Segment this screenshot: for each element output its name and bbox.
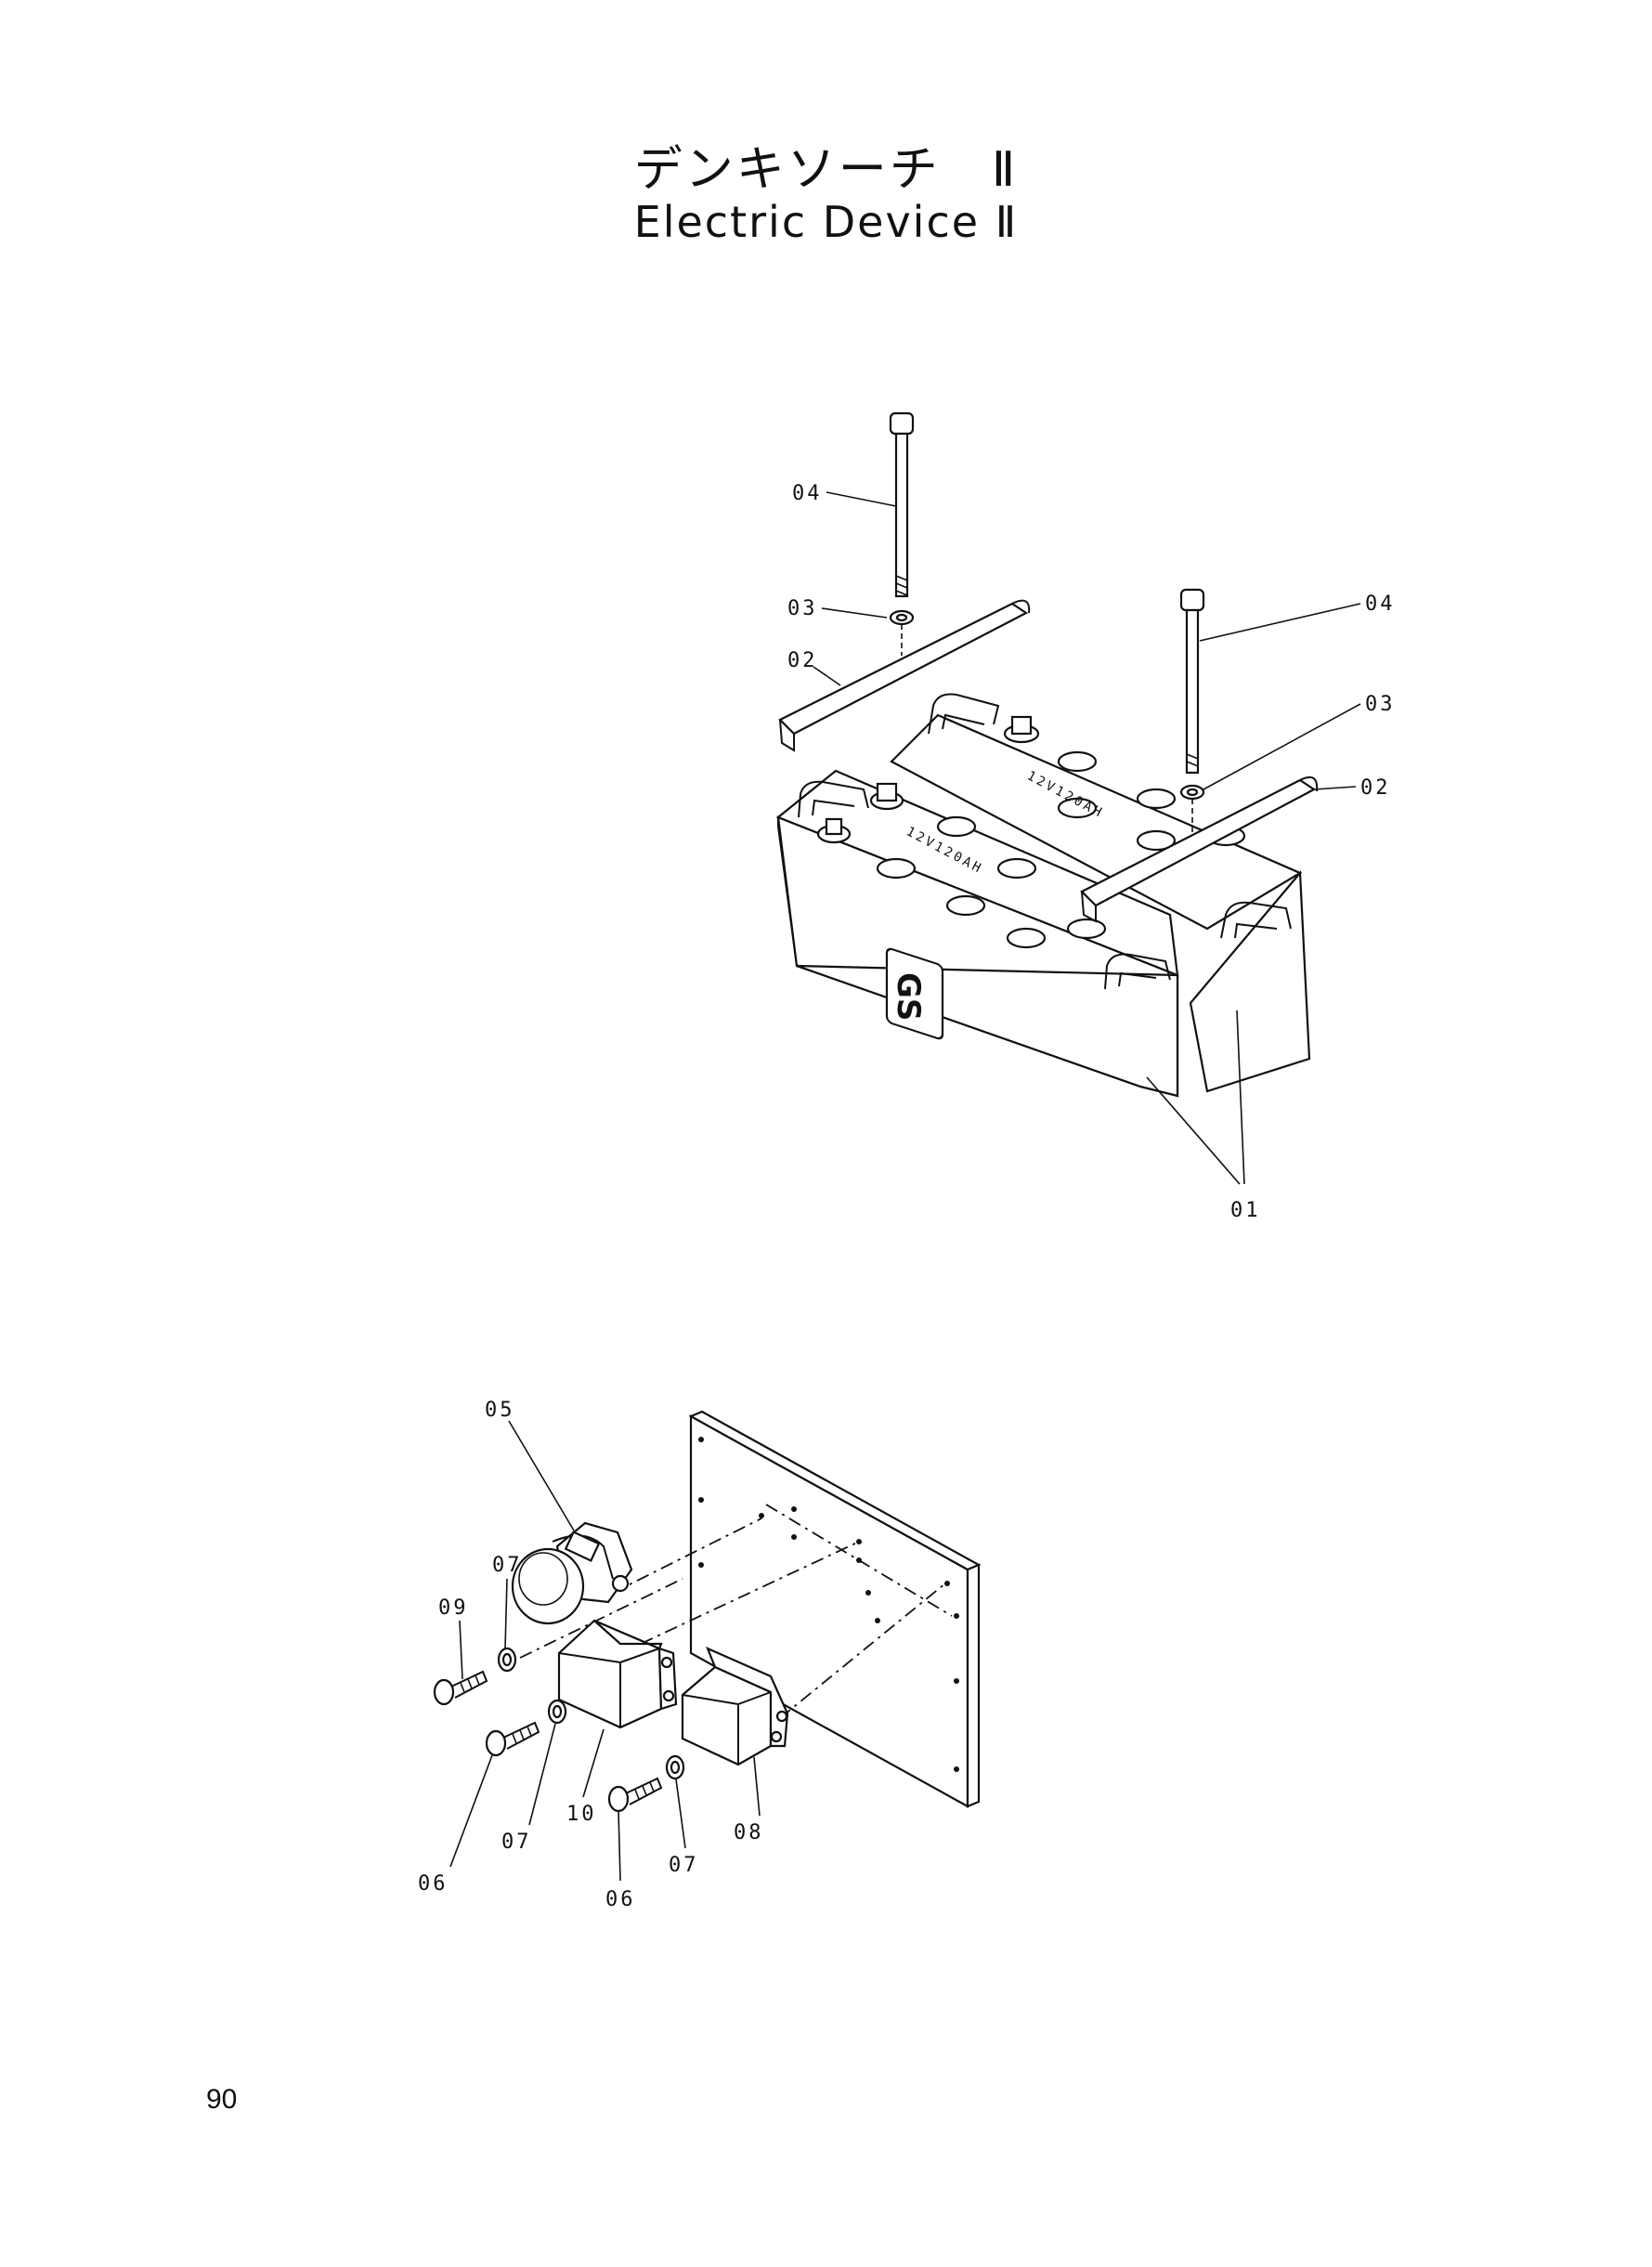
leader-01-b <box>1236 1010 1245 1185</box>
leader-07-c <box>675 1778 686 1849</box>
screw-06-b <box>607 1777 663 1813</box>
leader-07-b <box>528 1723 556 1826</box>
centerline-b <box>519 1578 683 1659</box>
callout-01: 01 <box>1230 1199 1261 1222</box>
callout-06-b: 06 <box>605 1888 636 1911</box>
page-title-english: Electric Device Ⅱ <box>633 197 1019 247</box>
callout-02-right: 02 <box>1360 776 1391 800</box>
screw-06-a <box>485 1721 540 1757</box>
callout-07-c: 07 <box>669 1854 699 1877</box>
washer-07-b <box>547 1699 567 1725</box>
battery-relay <box>511 1521 633 1625</box>
centerline-d <box>640 1541 860 1645</box>
page-title-japanese: デンキソーチ Ⅱ <box>633 142 1019 198</box>
leader-02-right <box>1313 786 1357 790</box>
callout-03-right: 03 <box>1365 693 1396 716</box>
hold-down-bar-left <box>778 599 1031 752</box>
leader-08 <box>753 1756 761 1817</box>
callout-08: 08 <box>734 1821 764 1844</box>
callout-07-a: 07 <box>492 1554 523 1577</box>
gs-brand-logo: GS <box>885 947 944 1040</box>
leader-01-a <box>1146 1076 1241 1185</box>
leader-03-right <box>1203 703 1361 790</box>
page-number: 90 <box>206 2084 238 2115</box>
callout-04-right: 04 <box>1365 593 1396 616</box>
auxiliary-relay <box>681 1646 789 1766</box>
leader-09 <box>459 1620 463 1680</box>
callout-09: 09 <box>438 1596 469 1620</box>
leader-10 <box>582 1728 605 1798</box>
callout-10: 10 <box>566 1803 597 1826</box>
screw-09 <box>433 1670 488 1706</box>
leader-03-left <box>821 607 888 619</box>
front-battery-caps <box>816 782 1107 949</box>
svg-text:GS: GS <box>890 972 927 1021</box>
centerline-a <box>612 1518 762 1594</box>
leader-06-b <box>618 1810 621 1882</box>
centerline-e <box>779 1583 946 1719</box>
battery-rear: 12V120AH <box>890 693 1311 1093</box>
tie-rod-left <box>889 411 915 656</box>
relay-panel-assembly: 05 07 09 06 07 10 06 07 08 <box>418 1399 982 1911</box>
leader-05 <box>508 1420 575 1531</box>
centerline-c <box>765 1504 953 1617</box>
callout-07-b: 07 <box>501 1831 532 1854</box>
leader-02-left <box>813 666 841 686</box>
leader-04-right <box>1199 603 1361 642</box>
washer-07-a <box>497 1647 517 1673</box>
washer-07-c <box>665 1754 685 1780</box>
battery-assembly: 12V120AH <box>775 411 1396 1222</box>
callout-06-a: 06 <box>418 1872 449 1896</box>
voltage-regulator <box>557 1619 678 1729</box>
battery-front: 12V120AH GS <box>775 769 1179 1098</box>
tie-rod-right <box>1179 588 1205 836</box>
callout-02-left: 02 <box>787 649 818 672</box>
callout-05: 05 <box>485 1399 515 1422</box>
mounting-plate <box>688 1410 982 1808</box>
leader-04-left <box>826 491 897 507</box>
leader-07-a <box>504 1578 508 1649</box>
leader-06-a <box>449 1754 493 1868</box>
callout-03-left: 03 <box>787 597 818 620</box>
callout-04-left: 04 <box>792 482 823 505</box>
